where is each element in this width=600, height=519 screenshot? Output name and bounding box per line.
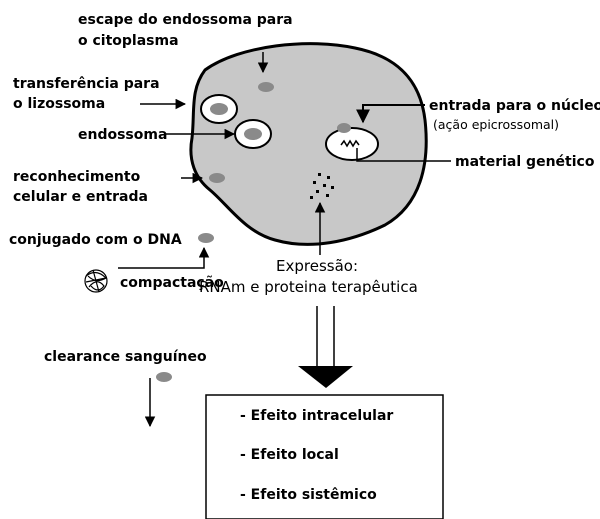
effect-item-intracellular: - Efeito intracelular bbox=[240, 408, 393, 424]
genetic-material-line bbox=[356, 148, 451, 162]
escape-label-line1: escape do endossoma para bbox=[78, 12, 293, 28]
effect-item-local: - Efeito local bbox=[240, 447, 339, 463]
expression-label-line1: Expressão: bbox=[276, 257, 358, 275]
effect-item-systemic: - Efeito sistêmico bbox=[240, 487, 377, 503]
nucleus bbox=[325, 123, 379, 161]
cell-body bbox=[189, 42, 428, 246]
recognition-particle bbox=[209, 173, 225, 183]
dna-conjugate-particle bbox=[198, 233, 214, 243]
blood-clearance-label: clearance sanguíneo bbox=[44, 349, 207, 365]
recognition-label-line1: reconhecimento bbox=[13, 169, 141, 185]
escape-label-line2: o citoplasma bbox=[78, 33, 179, 49]
lysosome-vesicle bbox=[200, 94, 238, 124]
dna-conjugate-label: conjugado com o DNA bbox=[9, 232, 182, 248]
effect-big-arrowhead bbox=[298, 366, 353, 388]
transfer-label-line1: transferência para bbox=[13, 76, 160, 92]
blood-particle bbox=[156, 372, 172, 382]
transfer-label-line2: o lizossoma bbox=[13, 96, 105, 112]
effects-box bbox=[205, 394, 444, 519]
endosome-vesicle bbox=[234, 119, 272, 149]
genetic-material-squiggle bbox=[340, 139, 360, 148]
recognition-label-line2: celular e entrada bbox=[13, 189, 148, 205]
nucleus-entry-arrow bbox=[356, 104, 425, 124]
escaped-particle bbox=[258, 82, 274, 92]
expression-dots bbox=[310, 173, 334, 199]
endosome-label: endossoma bbox=[78, 127, 167, 143]
compaction-icon bbox=[84, 269, 108, 293]
expression-label-line2: RNAm e proteina terapêutica bbox=[199, 278, 418, 296]
compaction-label: compactação bbox=[120, 275, 224, 291]
nucleus-entry-note: (ação epicrossomal) bbox=[433, 117, 559, 132]
compaction-to-conjugate-arrow bbox=[118, 246, 210, 269]
genetic-material-label: material genético bbox=[455, 154, 595, 170]
nucleus-entry-label: entrada para o núcleo bbox=[429, 98, 600, 114]
